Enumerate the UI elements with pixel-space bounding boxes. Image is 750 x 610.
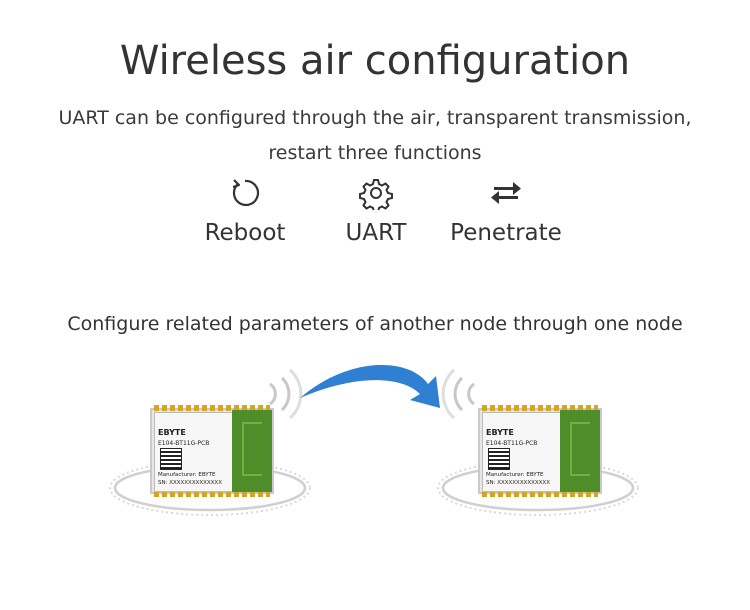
module-serial: SN: XXXXXXXXXXXXXX [158,480,222,486]
scene-graphics [109,364,639,516]
platform-dots-left [109,460,311,516]
reboot-icon [232,179,260,207]
subtitle-line-2: restart three functions [268,142,482,164]
qr-code-icon [160,448,182,470]
signal-waves-right [441,368,475,420]
subtitle: UART can be configured through the air, … [40,101,710,171]
module-model: E104-BT11G-PCB [158,440,210,447]
module-brand: EBYTE [158,428,186,437]
module-left: EBYTE E104-BT11G-PCB Manufacturer: EBYTE… [150,405,274,497]
transfer-arrows-icon [491,182,521,204]
feature-label-uart: UART [345,220,407,246]
module-brand: EBYTE [486,428,514,437]
signal-waves-left [269,368,303,420]
transfer-arrow [300,364,440,408]
feature-label-penetrate: Penetrate [450,220,562,246]
module-antenna [560,410,600,492]
feature-uart: UART [301,176,451,246]
description: Configure related parameters of another … [67,313,683,335]
feature-penetrate: Penetrate [431,176,581,246]
subtitle-line-1: UART can be configured through the air, … [58,107,692,129]
module-manufacturer: Manufacturer: EBYTE [158,472,216,478]
module-manufacturer: Manufacturer: EBYTE [486,472,544,478]
module-right: EBYTE E104-BT11G-PCB Manufacturer: EBYTE… [478,405,602,497]
gear-icon [359,179,393,210]
page-title: Wireless air configuration [119,38,631,84]
qr-code-icon [488,448,510,470]
module-model: E104-BT11G-PCB [486,440,538,447]
illustration: EBYTE E104-BT11G-PCB Manufacturer: EBYTE… [0,360,750,540]
platform-dots-right [437,460,639,516]
module-serial: SN: XXXXXXXXXXXXXX [486,480,550,486]
feature-reboot: Reboot [170,176,320,246]
module-antenna [232,410,272,492]
feature-label-reboot: Reboot [204,220,286,246]
